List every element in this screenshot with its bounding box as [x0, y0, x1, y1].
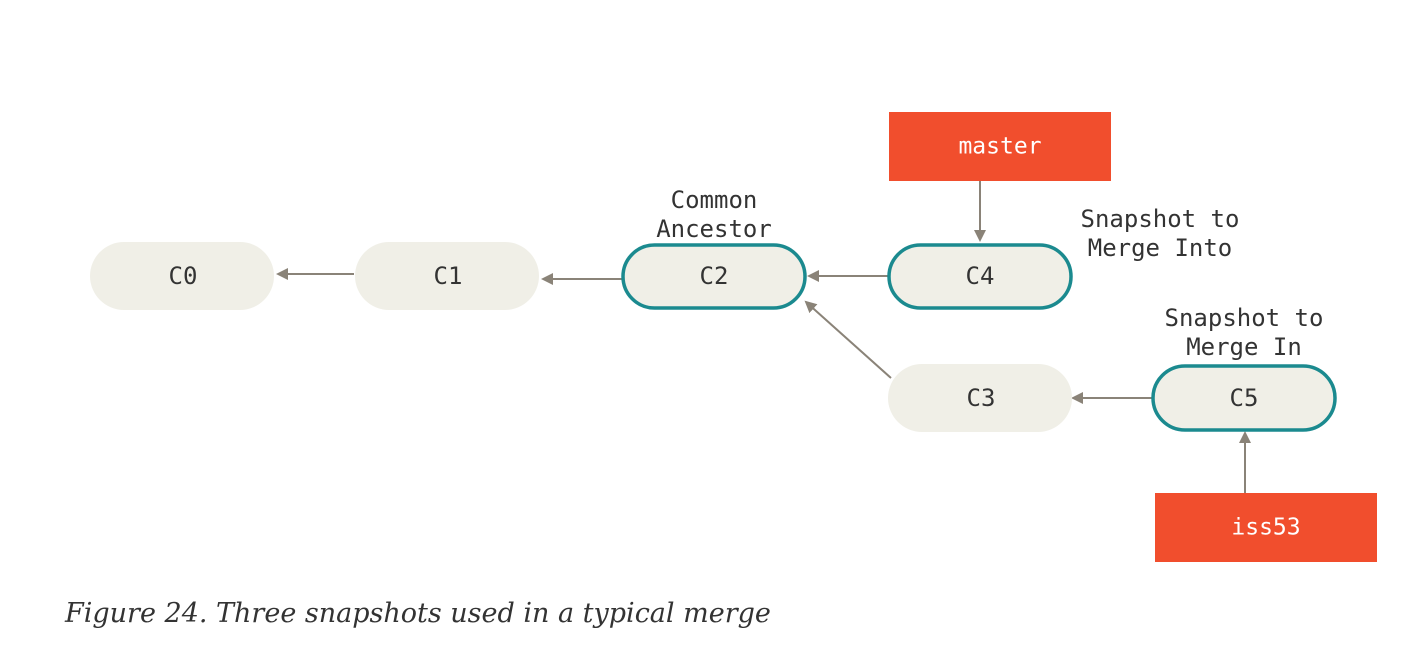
commit-c5: C5 — [1151, 364, 1337, 432]
merge-diagram: C0 C1 C2 C4 C3 C5 master iss53 Common An… — [90, 112, 1377, 562]
merge-in-line-2: Merge In — [1186, 333, 1302, 361]
commit-c4: C4 — [887, 243, 1073, 310]
branch-iss53-label: iss53 — [1231, 515, 1300, 541]
merge-in-line-1: Snapshot to — [1165, 304, 1324, 332]
merge-into-line-2: Merge Into — [1088, 234, 1233, 262]
merge-in-annotation: Snapshot to Merge In — [1165, 304, 1324, 361]
commit-c1: C1 — [355, 242, 539, 310]
branch-master: master — [889, 112, 1111, 181]
common-ancestor-annotation: Common Ancestor — [656, 186, 772, 243]
commit-c2-label: C2 — [700, 262, 729, 290]
commit-c3-label: C3 — [967, 384, 996, 412]
common-ancestor-line-2: Ancestor — [656, 215, 772, 243]
merge-into-annotation: Snapshot to Merge Into — [1081, 205, 1240, 262]
branch-iss53-shape — [1155, 493, 1377, 562]
figure-caption: Figure 24. Three snapshots used in a typ… — [65, 598, 771, 629]
commit-c1-shape — [355, 242, 539, 310]
commit-c0: C0 — [90, 242, 274, 310]
commit-c3-shape — [888, 364, 1072, 432]
commit-c4-label: C4 — [966, 262, 995, 290]
common-ancestor-line-1: Common — [671, 186, 758, 214]
branch-master-shape — [889, 112, 1111, 181]
commit-c5-label: C5 — [1230, 384, 1259, 412]
commit-c4-shape — [887, 243, 1073, 310]
commit-c0-label: C0 — [169, 262, 198, 290]
commit-c5-shape — [1151, 364, 1337, 432]
commit-c3: C3 — [888, 364, 1072, 432]
branch-iss53: iss53 — [1155, 493, 1377, 562]
commit-c1-label: C1 — [434, 262, 463, 290]
commit-arrows — [276, 181, 1251, 493]
commit-c2-shape — [621, 243, 807, 310]
commit-c0-shape — [90, 242, 274, 310]
branch-master-label: master — [958, 134, 1041, 160]
merge-into-line-1: Snapshot to — [1081, 205, 1240, 233]
arrow-c3-to-c2 — [804, 300, 892, 379]
commit-c2: C2 — [621, 243, 807, 310]
